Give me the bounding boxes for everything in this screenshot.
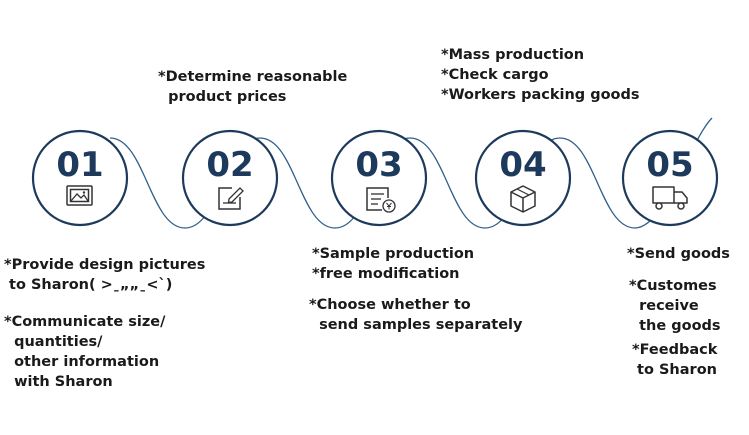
note-step5-feedback: *Feedback to Sharon: [632, 342, 718, 378]
step-05: 05: [621, 129, 719, 227]
note-step1-communicate: *Communicate size/ quantities/ other inf…: [4, 314, 166, 390]
note-step2-prices: *Determine reasonable product prices: [158, 69, 348, 105]
step-circle: [621, 129, 719, 227]
note-step1-design: *Provide design pictures to Sharon( >ˍ„„…: [4, 257, 206, 293]
step-circle: [181, 129, 279, 227]
note-step3-sample: *Sample production *free modification: [312, 246, 475, 282]
note-step4-production: *Mass production *Check cargo *Workers p…: [441, 47, 640, 103]
step-number: 03: [355, 145, 402, 185]
step-04: 04: [474, 129, 572, 227]
step-number: 01: [56, 145, 103, 185]
edit-note-icon: [218, 187, 244, 210]
step-03: 03: [330, 129, 428, 227]
step-02: 02: [181, 129, 279, 227]
step-circle: [31, 129, 129, 227]
step-circle: [330, 129, 428, 227]
step-01: 01: [31, 129, 129, 227]
delivery-truck-icon: [652, 186, 688, 210]
note-step5-send: *Send goods: [627, 246, 730, 262]
box-package-icon: [510, 185, 536, 213]
step-number: 02: [206, 145, 253, 185]
note-step3-choose: *Choose whether to send samples separate…: [309, 297, 523, 333]
step-number: 05: [646, 145, 693, 185]
price-document-icon: [366, 187, 396, 213]
step-number: 04: [499, 145, 546, 185]
step-circle: [474, 129, 572, 227]
note-step5-receive: *Customes receive the goods: [629, 278, 721, 334]
picture-icon: [66, 185, 93, 206]
